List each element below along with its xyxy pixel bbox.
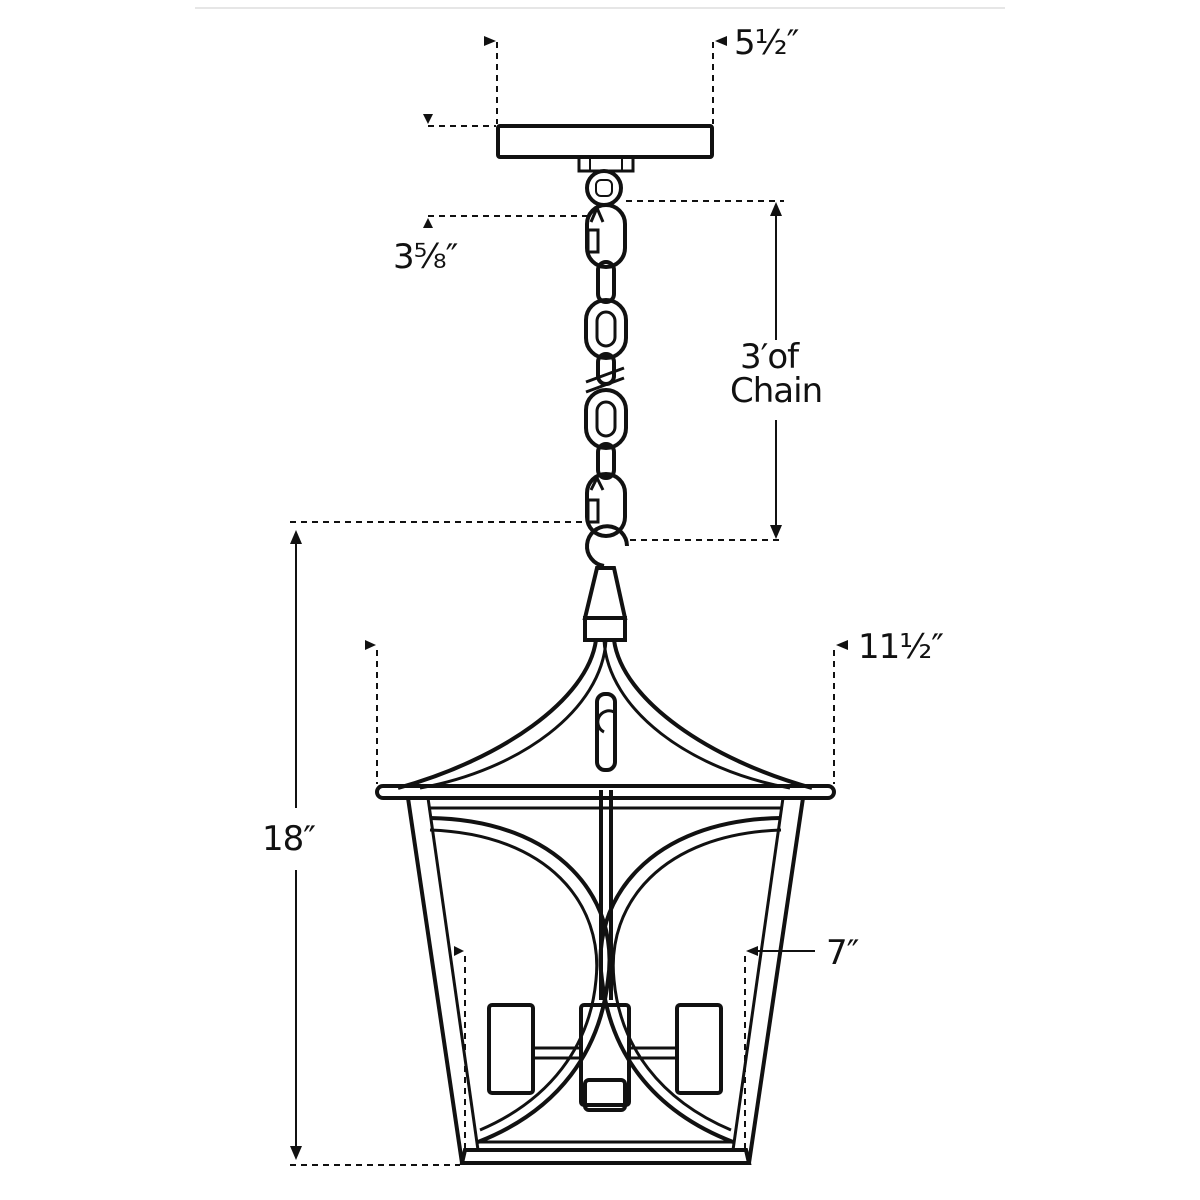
lantern-height-label: 18″ <box>262 819 315 859</box>
lantern-width-label: 11½″ <box>858 627 943 667</box>
chain-swivel-loop <box>585 169 623 207</box>
canopy-plate <box>496 124 714 159</box>
dim-arrow-top <box>423 114 433 124</box>
dim-arrow-left <box>454 946 464 956</box>
canopy-width-label: 5½″ <box>734 23 799 63</box>
lantern-frame-right-inner <box>731 797 785 1151</box>
lantern-roof-rim <box>375 784 836 800</box>
lantern-roof-arm-right <box>612 639 813 790</box>
candle-cluster-hub <box>583 1078 627 1112</box>
dim-arrow-left <box>484 36 496 46</box>
chain <box>584 169 629 568</box>
chain-length-label-line1: 3′of <box>740 337 800 377</box>
lantern-hook-loop <box>585 524 629 568</box>
lantern-collar <box>583 616 627 642</box>
chain-quick-link-hook <box>589 474 605 491</box>
canopy <box>496 124 714 173</box>
dim-arrow-top <box>770 202 782 216</box>
candle-socket-left <box>487 1003 535 1095</box>
lantern-hook-curl <box>596 709 615 734</box>
dim-arrow-bottom <box>423 218 433 228</box>
lantern-frame-left <box>406 797 464 1164</box>
lantern-height-dimension: 18″ <box>262 521 596 1166</box>
lantern-base <box>459 1148 752 1165</box>
chain-link <box>584 388 628 450</box>
chain-break-mark <box>585 366 625 384</box>
chain-break-mark <box>585 376 625 394</box>
chain-link-opening <box>595 310 617 348</box>
candle-socket-right <box>675 1003 723 1095</box>
lantern-arc-right <box>598 816 782 1144</box>
chain-quick-link-sleeve <box>586 498 600 524</box>
base-width-dimension: 7″ <box>454 933 860 1148</box>
lantern <box>375 566 836 1165</box>
dim-arrow-left <box>365 640 376 650</box>
chain-length-label-line2: Chain <box>730 371 822 411</box>
chain-length-dimension: 3′of Chain <box>626 200 823 541</box>
lantern-roof-arm-right-inner <box>602 639 791 790</box>
lantern-frame-left-inner <box>426 797 480 1151</box>
lantern-arc-left <box>429 816 612 1144</box>
canopy-stem <box>577 155 635 173</box>
lantern-frame-right <box>747 797 805 1164</box>
lantern-finial <box>582 566 628 620</box>
dim-arrow-right <box>715 36 727 46</box>
canopy-width-dimension: 5½″ <box>484 23 800 124</box>
lantern-roof-arm-left <box>397 639 598 790</box>
canopy-height-dimension: 3⅝″ <box>393 114 590 277</box>
lantern-arc-left-inner <box>429 828 599 1132</box>
lantern-arc-right-inner <box>611 828 782 1132</box>
base-width-label: 7″ <box>826 933 859 973</box>
lantern-width-dimension: 11½″ <box>365 627 944 784</box>
lantern-hook-body <box>595 692 617 772</box>
chain-link <box>596 442 616 480</box>
dim-arrow-right <box>836 640 848 650</box>
canopy-height-label: 3⅝″ <box>393 237 458 277</box>
dim-arrow-bottom <box>290 1146 302 1160</box>
lantern-roof-arm-left-inner <box>419 639 608 790</box>
chain-quick-link-sleeve <box>586 228 600 254</box>
dim-arrow-top <box>290 530 302 544</box>
chain-link-opening <box>595 400 617 438</box>
chain-swivel-eye <box>595 179 613 197</box>
chain-link <box>584 298 628 360</box>
dim-arrow-bottom <box>770 525 782 539</box>
dim-arrow-right <box>746 946 758 956</box>
candle-socket-center <box>579 1003 631 1107</box>
chain-quick-link-hook <box>589 204 605 223</box>
